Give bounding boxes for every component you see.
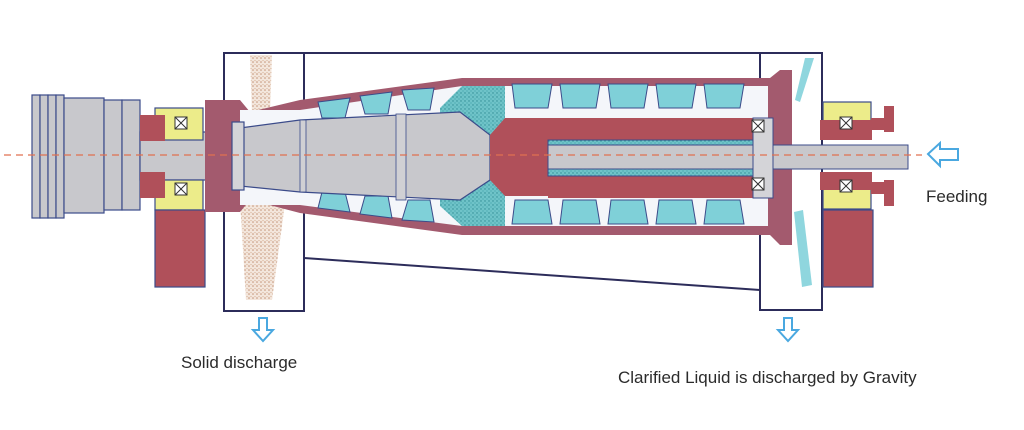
solid-discharge-stream <box>240 55 286 300</box>
feed-chamber <box>490 117 909 199</box>
clarified-liquid-label: Clarified Liquid is discharged by Gravit… <box>618 368 917 387</box>
feeding-label: Feeding <box>926 187 988 206</box>
liquid-discharge-stream <box>794 58 814 287</box>
conveyor-flights-bottom <box>317 191 745 225</box>
solid-discharge-label: Solid discharge <box>181 353 298 372</box>
feed-tube <box>547 144 909 170</box>
conveyor-hub <box>231 111 491 201</box>
right-bearing-block <box>820 101 894 288</box>
arrow-down-icon <box>775 317 801 343</box>
conveyor-flights-top <box>317 83 745 119</box>
left-bearing-block <box>140 107 206 288</box>
arrow-left-icon <box>926 140 959 169</box>
arrow-down-icon <box>250 317 276 343</box>
